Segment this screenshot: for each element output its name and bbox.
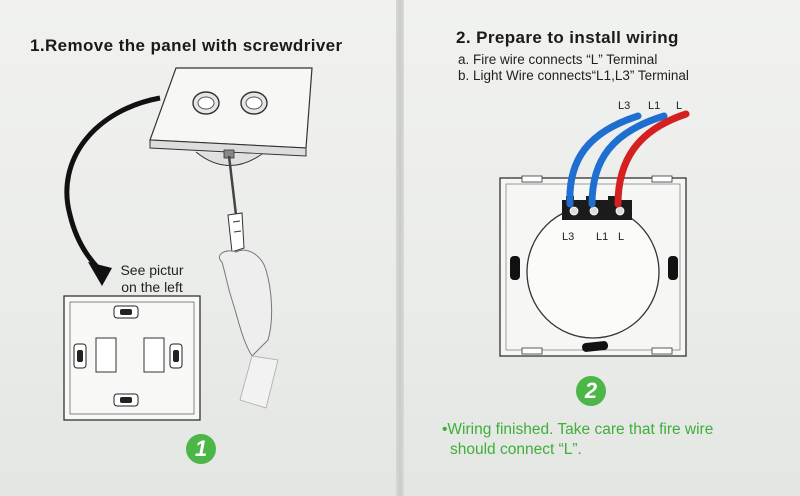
switch-back-plate (63, 295, 201, 421)
instruction-b: b. Light Wire connects“L1,L3” Terminal (458, 68, 689, 83)
hand-icon (218, 249, 279, 409)
switch-panel-front (149, 67, 313, 166)
step-1-title: 1.Remove the panel with screwdriver (30, 36, 343, 55)
terminal-label-l: L (618, 231, 624, 243)
see-picture-callout: See pictur on the left (112, 262, 192, 296)
wire-l1-blue (588, 112, 668, 208)
wiring-note-line-1: •Wiring finished. Take care that fire wi… (442, 421, 714, 438)
wire-label-l: L (676, 100, 682, 112)
wiring-note-line-2: should connect “L”. (450, 441, 582, 458)
arrow-head-icon (88, 262, 112, 286)
page-fold (396, 0, 404, 496)
wire-l-red (614, 110, 690, 208)
mounting-plate (499, 175, 687, 357)
curved-arrow (64, 95, 161, 272)
mount-slot-right (668, 256, 678, 280)
wire-label-l1: L1 (648, 100, 660, 112)
callout-line-1: See pictur (120, 262, 184, 278)
mount-slot-left (510, 256, 520, 280)
wiring-note: •Wiring finished. Take care that fire wi… (442, 420, 713, 460)
panel-removal-illustration (63, 67, 313, 421)
wire-label-l3: L3 (618, 100, 630, 112)
screwdriver-icon (227, 155, 245, 253)
wire-l3-blue (566, 112, 642, 208)
terminal-label-l3: L3 (562, 231, 574, 243)
step-2-title: 2. Prepare to install wiring (456, 28, 679, 47)
step-2-badge: 2 (576, 376, 606, 406)
callout-line-2: on the left (121, 279, 183, 295)
mount-slot-bottom (582, 341, 609, 352)
instruction-a: a. Fire wire connects “L” Terminal (458, 52, 658, 67)
step-1-badge: 1 (186, 434, 216, 464)
terminal-label-l1: L1 (596, 231, 608, 243)
wiring-diagram: L3 L1 L L3 L1 L (499, 100, 690, 357)
